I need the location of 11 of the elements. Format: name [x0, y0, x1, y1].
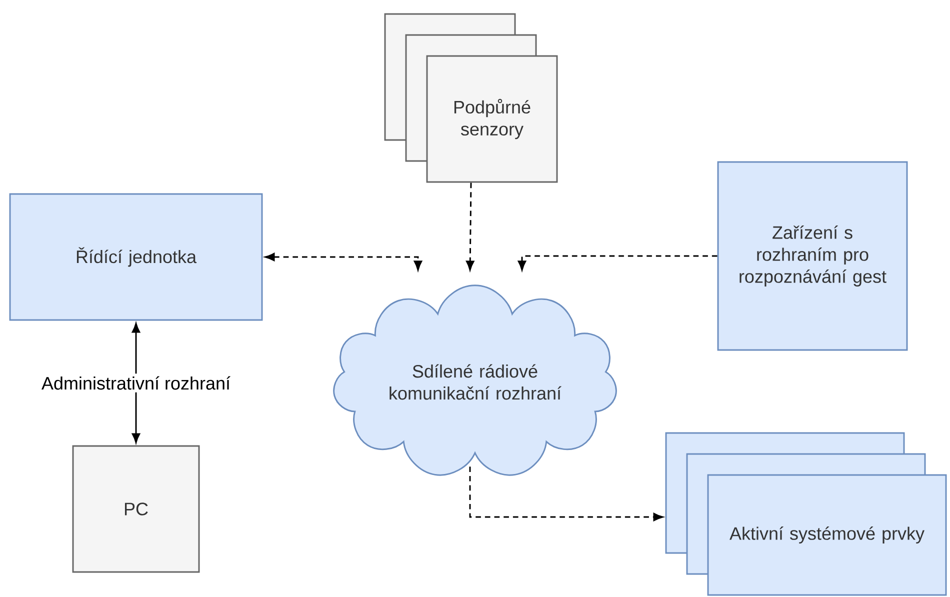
process-box: PC — [72, 445, 200, 573]
edge-label: Administrativní rozhraní — [38, 374, 234, 392]
process-box: Zařízení s rozhraním pro rozpoznávání gest — [717, 161, 908, 351]
arrow — [264, 252, 422, 270]
arrow — [518, 255, 718, 270]
arrow — [132, 322, 140, 444]
arrow — [466, 182, 474, 270]
process-box: Řídící jednotka — [9, 193, 263, 321]
arrow — [469, 466, 664, 522]
stacked-boxes: Aktivní systémové prvky — [665, 432, 947, 596]
stacked-boxes: Podpůrné senzory — [384, 13, 558, 183]
